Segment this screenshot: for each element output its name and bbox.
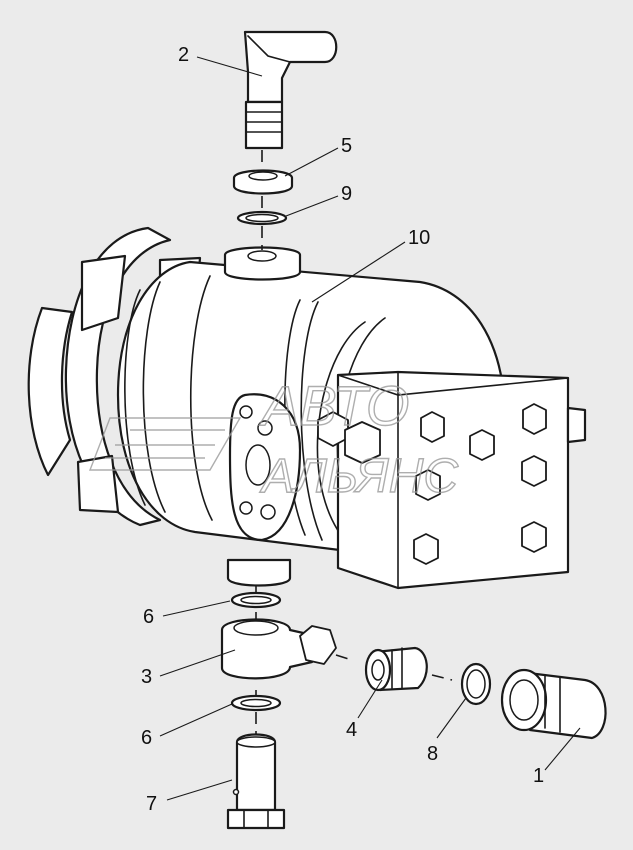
- watermark-line1: АВТО: [259, 374, 410, 437]
- leader-lines: [159, 56, 581, 801]
- callout-9: 9: [341, 183, 352, 205]
- watermark-line2: АЛЬЯНС: [259, 450, 458, 503]
- callout-4: 4: [346, 719, 357, 741]
- callout-10: 10: [408, 227, 430, 249]
- hex-nut: [232, 169, 294, 195]
- o-ring: [460, 662, 492, 706]
- callout-1: 1: [533, 765, 544, 787]
- callout-2: 2: [178, 44, 189, 66]
- hollow-bolt: [226, 733, 286, 830]
- callout-7: 7: [146, 793, 157, 815]
- banjo-fitting: [220, 618, 353, 680]
- callout-labels: 2 5 9 10 6 3 6 7 4 8 1: [141, 44, 544, 815]
- steering-cylinder-housing: [27, 226, 587, 590]
- valve-block-bolts: [413, 403, 547, 565]
- callout-5: 5: [341, 135, 352, 157]
- elbow-tube: [243, 30, 338, 150]
- banjo-fitting-inlet: [500, 668, 607, 740]
- callout-8: 8: [427, 743, 438, 765]
- sealing-ring: [236, 210, 288, 226]
- callout-6-lower: 6: [141, 727, 152, 749]
- sealing-washer-lower: [230, 694, 282, 712]
- callout-3: 3: [141, 666, 152, 688]
- adapter-union: [364, 646, 453, 692]
- watermark: АВТО АЛЬЯНС: [88, 373, 459, 504]
- sealing-washer-upper: [230, 591, 282, 609]
- callout-6-upper: 6: [143, 606, 154, 628]
